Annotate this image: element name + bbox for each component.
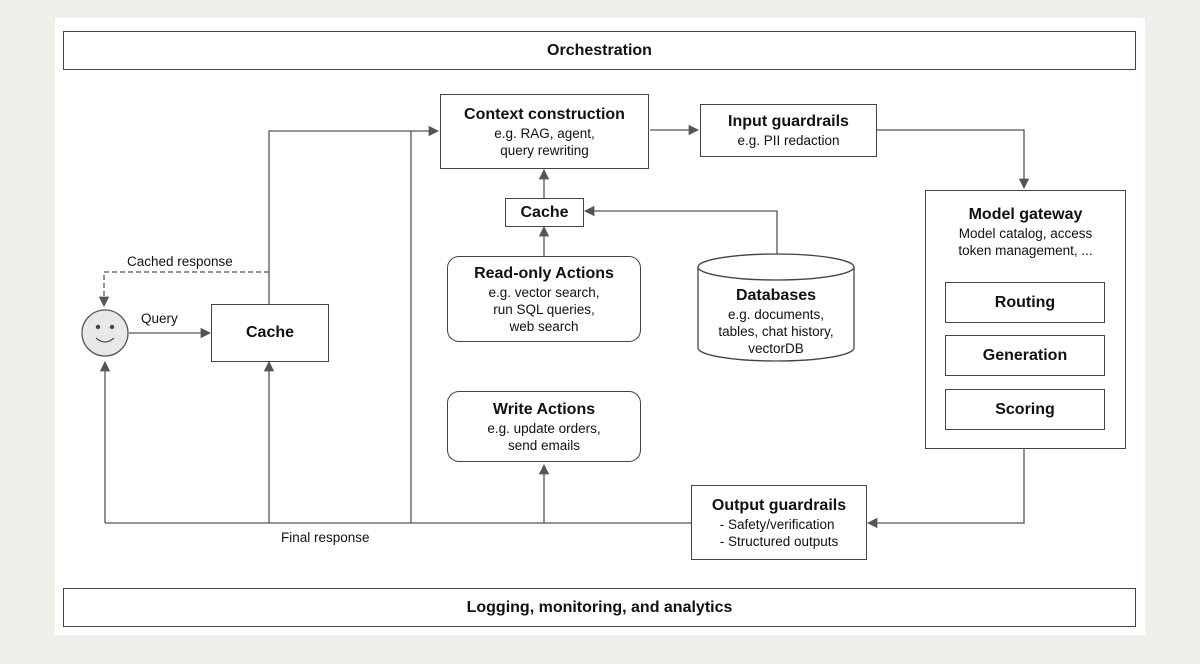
connector-layer <box>81 124 1030 529</box>
orchestration-bar: Orchestration <box>63 31 1136 70</box>
context-construction-line-1: e.g. RAG, agent, <box>494 125 595 141</box>
diagram-canvas: Orchestration Logging, monitoring, and a… <box>55 18 1145 635</box>
label-cached-response: Cached response <box>127 254 233 269</box>
write-actions-title: Write Actions <box>492 400 596 418</box>
context-construction-box: Context construction e.g. RAG, agent, qu… <box>440 94 649 169</box>
orchestration-label: Orchestration <box>547 41 652 59</box>
edge-cached-response <box>98 271 269 308</box>
model-gateway-line-1: Model catalog, access <box>958 226 1093 241</box>
write-actions-line-1: e.g. update orders, <box>487 420 601 436</box>
cache-main-title: Cache <box>245 324 295 341</box>
read-only-actions-line-3: web search <box>509 318 579 334</box>
model-gateway-line-2: token management, ... <box>958 243 1093 258</box>
read-only-actions-line-2: run SQL queries, <box>493 301 595 317</box>
databases-line-3: vectorDB <box>748 340 804 356</box>
databases-line-1: e.g. documents, <box>727 306 825 322</box>
model-gateway-title: Model gateway <box>968 206 1083 223</box>
write-actions-box: Write Actions e.g. update orders, send e… <box>447 391 641 462</box>
scoring-label: Scoring <box>995 400 1055 418</box>
edge-gateway-to-output-guardrails <box>866 449 1025 529</box>
label-final-response: Final response <box>281 530 370 545</box>
generation-label: Generation <box>982 346 1068 364</box>
logging-label: Logging, monitoring, and analytics <box>466 598 733 616</box>
read-only-actions-line-1: e.g. vector search, <box>488 284 600 300</box>
cache-small-box: Cache <box>505 198 584 227</box>
cache-main-box: Cache <box>211 304 329 362</box>
cache-small-title: Cache <box>520 203 569 221</box>
scoring-box: Scoring <box>945 389 1105 430</box>
context-construction-title: Context construction <box>464 105 625 123</box>
output-guardrails-box: Output guardrails - Safety/verification … <box>691 485 867 560</box>
read-only-actions-title: Read-only Actions <box>474 264 614 282</box>
generation-box: Generation <box>945 335 1105 376</box>
output-guardrails-line-1: - Safety/verification <box>719 516 835 532</box>
write-actions-line-2: send emails <box>507 437 581 453</box>
output-guardrails-line-2: - Structured outputs <box>719 533 839 549</box>
databases-box: Databases e.g. documents, tables, chat h… <box>698 280 854 362</box>
database-cylinder-icon <box>697 253 855 362</box>
edge-databases-to-cache <box>583 205 778 264</box>
logging-bar: Logging, monitoring, and analytics <box>63 588 1136 627</box>
label-query: Query <box>141 311 178 326</box>
context-construction-line-2: query rewriting <box>500 142 589 158</box>
routing-box: Routing <box>945 282 1105 323</box>
input-guardrails-box: Input guardrails e.g. PII redaction <box>700 104 877 157</box>
edge-input-guardrails-to-gateway <box>877 129 1030 190</box>
input-guardrails-line-1: e.g. PII redaction <box>737 133 840 148</box>
databases-title: Databases <box>735 286 817 304</box>
output-guardrails-title: Output guardrails <box>711 496 847 514</box>
routing-label: Routing <box>994 293 1056 311</box>
input-guardrails-title: Input guardrails <box>728 113 849 130</box>
read-only-actions-box: Read-only Actions e.g. vector search, ru… <box>447 256 641 342</box>
edge-cache-to-context <box>268 125 440 304</box>
databases-line-2: tables, chat history, <box>718 323 834 339</box>
smiley-face-icon <box>81 309 129 357</box>
